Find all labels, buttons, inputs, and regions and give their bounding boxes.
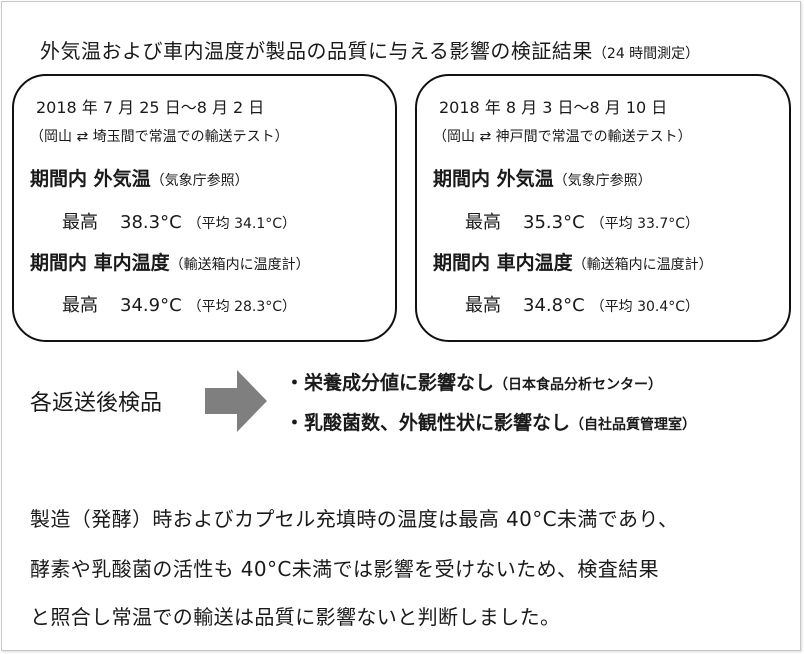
avg-value: （平均 28.3°C） (187, 299, 297, 315)
avg-value: （平均 34.1°C） (187, 216, 297, 232)
outside-heading-text: 期間内 外気温 (433, 168, 554, 190)
test-route: （岡山 ⇄ 埼玉間で常温での輸送テスト） (30, 129, 289, 145)
title-main: 外気温および車内温度が製品の品質に与える影響の検証結果 (40, 39, 593, 63)
test-box-1: 2018 年 7 月 25 日〜8 月 2 日 （岡山 ⇄ 埼玉間で常温での輸送… (12, 74, 397, 342)
right-arrow-icon (205, 370, 267, 432)
outside-source: （気象庁参照） (150, 173, 249, 189)
max-value: 34.8°C (523, 295, 585, 316)
inside-heading-text: 期間内 車内温度 (30, 252, 170, 274)
max-label: 最高 (465, 212, 501, 233)
inside-temp-heading: 期間内 車内温度（輸送箱内に温度計） (30, 248, 310, 275)
conclusion-line-3: と照合し常温での輸送は品質に影響ないと判断しました。 (30, 605, 561, 629)
result-source: （自社品質管理室） (570, 417, 697, 433)
inside-heading-text: 期間内 車内温度 (433, 252, 573, 274)
max-label: 最高 (465, 295, 501, 316)
result-text: ・乳酸菌数、外観性状に影響なし (285, 412, 571, 434)
avg-value: （平均 30.4°C） (590, 299, 700, 315)
inside-max-row: 最高 34.8°C （平均 30.4°C） (465, 291, 699, 317)
conclusion-line-2: 酵素や乳酸菌の活性も 40°C未満では影響を受けないため、検査結果 (30, 557, 659, 581)
max-value: 34.9°C (120, 295, 182, 316)
arrow-shape (205, 370, 267, 432)
conclusion-line-1: 製造（発酵）時およびカプセル充填時の温度は最高 40°C未満であり、 (30, 507, 679, 531)
inside-source: （輸送箱内に温度計） (572, 257, 713, 273)
outside-max-row: 最高 38.3°C （平均 34.1°C） (62, 208, 296, 234)
test-date: 2018 年 8 月 3 日〜8 月 10 日 (439, 98, 668, 117)
max-value: 38.3°C (120, 212, 182, 233)
test-route: （岡山 ⇄ 神戸間で常温での輸送テスト） (433, 129, 692, 145)
title-note: （24 時間測定） (592, 46, 700, 62)
outside-temp-heading: 期間内 外気温（気象庁参照） (433, 164, 652, 191)
result-source: （日本食品分析センター） (494, 377, 663, 393)
test-box-2: 2018 年 8 月 3 日〜8 月 10 日 （岡山 ⇄ 神戸間で常温での輸送… (415, 74, 791, 342)
inside-temp-heading: 期間内 車内温度（輸送箱内に温度計） (433, 248, 713, 275)
inside-max-row: 最高 34.9°C （平均 28.3°C） (62, 291, 296, 317)
outside-source: （気象庁参照） (553, 173, 652, 189)
max-value: 35.3°C (523, 212, 585, 233)
outside-heading-text: 期間内 外気温 (30, 168, 151, 190)
inside-source: （輸送箱内に温度計） (169, 257, 310, 273)
result-item-nutrition: ・栄養成分値に影響なし（日本食品分析センター） (285, 368, 662, 395)
outside-max-row: 最高 35.3°C （平均 33.7°C） (465, 208, 699, 234)
page-title: 外気温および車内温度が製品の品質に与える影響の検証結果（24 時間測定） (40, 35, 699, 64)
test-date: 2018 年 7 月 25 日〜8 月 2 日 (36, 98, 265, 117)
max-label: 最高 (62, 295, 98, 316)
max-label: 最高 (62, 212, 98, 233)
result-item-bacteria: ・乳酸菌数、外観性状に影響なし（自社品質管理室） (285, 408, 696, 435)
result-text: ・栄養成分値に影響なし (285, 372, 495, 394)
returned-inspection-label: 各返送後検品 (30, 391, 163, 416)
avg-value: （平均 33.7°C） (590, 216, 700, 232)
outside-temp-heading: 期間内 外気温（気象庁参照） (30, 164, 249, 191)
